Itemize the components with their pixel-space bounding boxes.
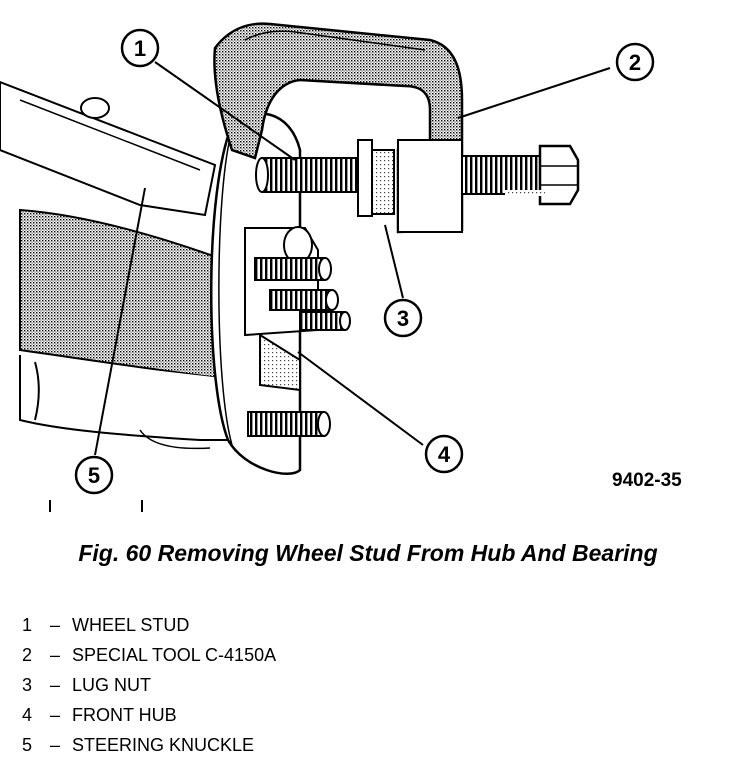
legend-item: 3–LUG NUT — [22, 670, 276, 700]
figure-code: 9402-35 — [612, 470, 682, 491]
legend-number: 4 — [22, 705, 33, 725]
steering-knuckle-arm — [0, 80, 217, 217]
legend-list: 1–WHEEL STUD 2–SPECIAL TOOL C-4150A 3–LU… — [22, 610, 276, 760]
legend-number: 5 — [22, 735, 33, 755]
svg-text:5: 5 — [88, 463, 100, 488]
crop-marks — [49, 500, 143, 512]
legend-item: 2–SPECIAL TOOL C-4150A — [22, 640, 276, 670]
steering-knuckle-body — [19, 208, 242, 450]
legend-dash: – — [49, 735, 60, 755]
legend-item: 5–STEERING KNUCKLE — [22, 730, 276, 760]
callout-5: 5 — [74, 455, 114, 495]
legend-number: 2 — [22, 645, 33, 665]
legend-number: 3 — [22, 675, 33, 695]
hub-stud-illustration: 1 2 3 4 5 — [0, 22, 655, 512]
special-tool-frame — [213, 22, 464, 234]
leader-line-3 — [384, 224, 404, 299]
svg-text:3: 3 — [397, 306, 409, 331]
leader-lines — [94, 61, 611, 456]
callout-4: 4 — [424, 434, 464, 474]
legend-label: FRONT HUB — [72, 705, 177, 725]
legend-dash: – — [49, 645, 60, 665]
legend-label: LUG NUT — [72, 675, 152, 695]
legend-item: 4–FRONT HUB — [22, 700, 276, 730]
svg-text:4: 4 — [438, 442, 451, 467]
legend-item: 1–WHEEL STUD — [22, 610, 276, 640]
callout-1: 1 — [120, 28, 160, 68]
wheel-stud — [255, 157, 375, 193]
leader-line-5 — [94, 187, 146, 456]
legend-number: 1 — [22, 615, 33, 635]
legend-label: SPECIAL TOOL C-4150A — [72, 645, 277, 665]
figure-caption: Fig. 60 Removing Wheel Stud From Hub And… — [78, 540, 658, 566]
legend-dash: – — [49, 615, 60, 635]
svg-text:2: 2 — [629, 50, 641, 75]
legend-dash: – — [49, 705, 60, 725]
lug-nut — [357, 139, 395, 217]
forcing-screw — [461, 144, 580, 206]
callout-2: 2 — [615, 42, 655, 82]
lower-wheel-studs — [247, 257, 351, 437]
legend-dash: – — [49, 675, 60, 695]
leader-line-4 — [297, 351, 424, 446]
legend-label: WHEEL STUD — [72, 615, 190, 635]
callout-3: 3 — [383, 298, 423, 338]
legend-label: STEERING KNUCKLE — [72, 735, 255, 755]
svg-text:1: 1 — [134, 36, 146, 61]
leader-line-2 — [457, 67, 611, 119]
leader-line-1 — [154, 61, 296, 161]
